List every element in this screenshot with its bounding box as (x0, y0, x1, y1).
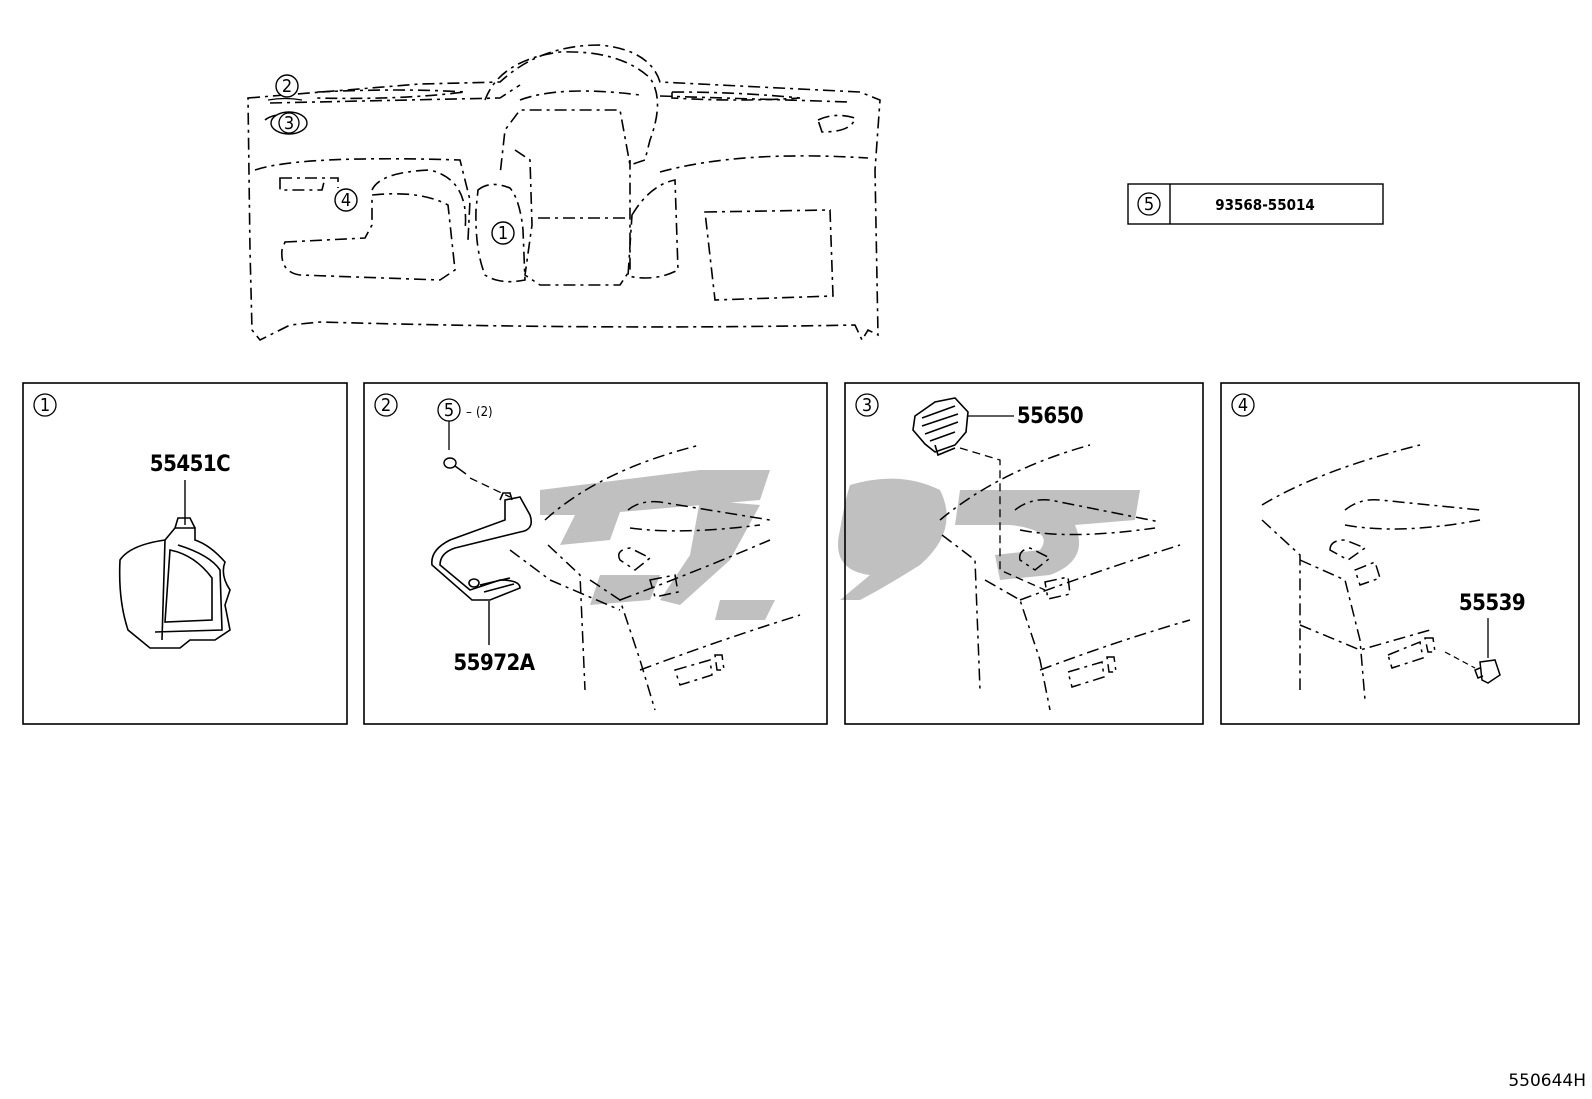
svg-text:2: 2 (282, 76, 292, 97)
panel-2-fastener-qty-dash: – (466, 405, 472, 420)
detail-panel-1: 1 55451C (22, 382, 348, 725)
part-55650-drawing (912, 397, 969, 457)
panel-1-key: 1 (40, 395, 50, 416)
part-55451C-drawing (118, 517, 231, 649)
overview-callout-3: 3 (270, 111, 308, 135)
part-55972A-drawing (431, 492, 533, 601)
overview-callout-1: 1 (491, 221, 515, 245)
svg-text:4: 4 (341, 190, 351, 211)
watermark (540, 470, 1140, 620)
part-55539-drawing (1474, 659, 1501, 684)
screw-icon (443, 457, 467, 475)
instrument-panel-overview (247, 44, 881, 342)
parts-table-part-number: 93568-55014 (1215, 196, 1315, 214)
panel-2-part-number: 55972A (453, 651, 535, 676)
panel-1-part-number: 55451C (150, 452, 230, 477)
detail-panel-4: 4 55539 (1220, 382, 1580, 725)
svg-text:3: 3 (284, 113, 294, 134)
detail-panel-2: 2 5 – (2) 55972A (363, 382, 828, 725)
panel-2-key: 2 (381, 395, 391, 416)
svg-text:1: 1 (498, 223, 508, 244)
panel-4-context-outline (1261, 444, 1481, 701)
panel-3-context-outline (939, 444, 1191, 711)
overview-callout-2: 2 (267, 74, 303, 101)
panel-2-fastener-qty: (2) (476, 405, 493, 420)
overview-callout-4: 4 (334, 188, 358, 212)
diagram-code: 550644H (1508, 1071, 1586, 1091)
parts-table: 5 93568-55014 (1127, 183, 1384, 225)
panel-2-fastener-key: 5 (444, 400, 454, 421)
panel-4-part-number: 55539 (1459, 591, 1525, 616)
panel-4-key: 4 (1238, 395, 1248, 416)
panel-3-key: 3 (862, 395, 872, 416)
parts-table-key: 5 (1144, 194, 1154, 215)
panel-3-part-number: 55650 (1017, 404, 1083, 429)
panel-2-context-outline (509, 444, 801, 711)
detail-panel-3: 3 55650 (844, 382, 1204, 725)
